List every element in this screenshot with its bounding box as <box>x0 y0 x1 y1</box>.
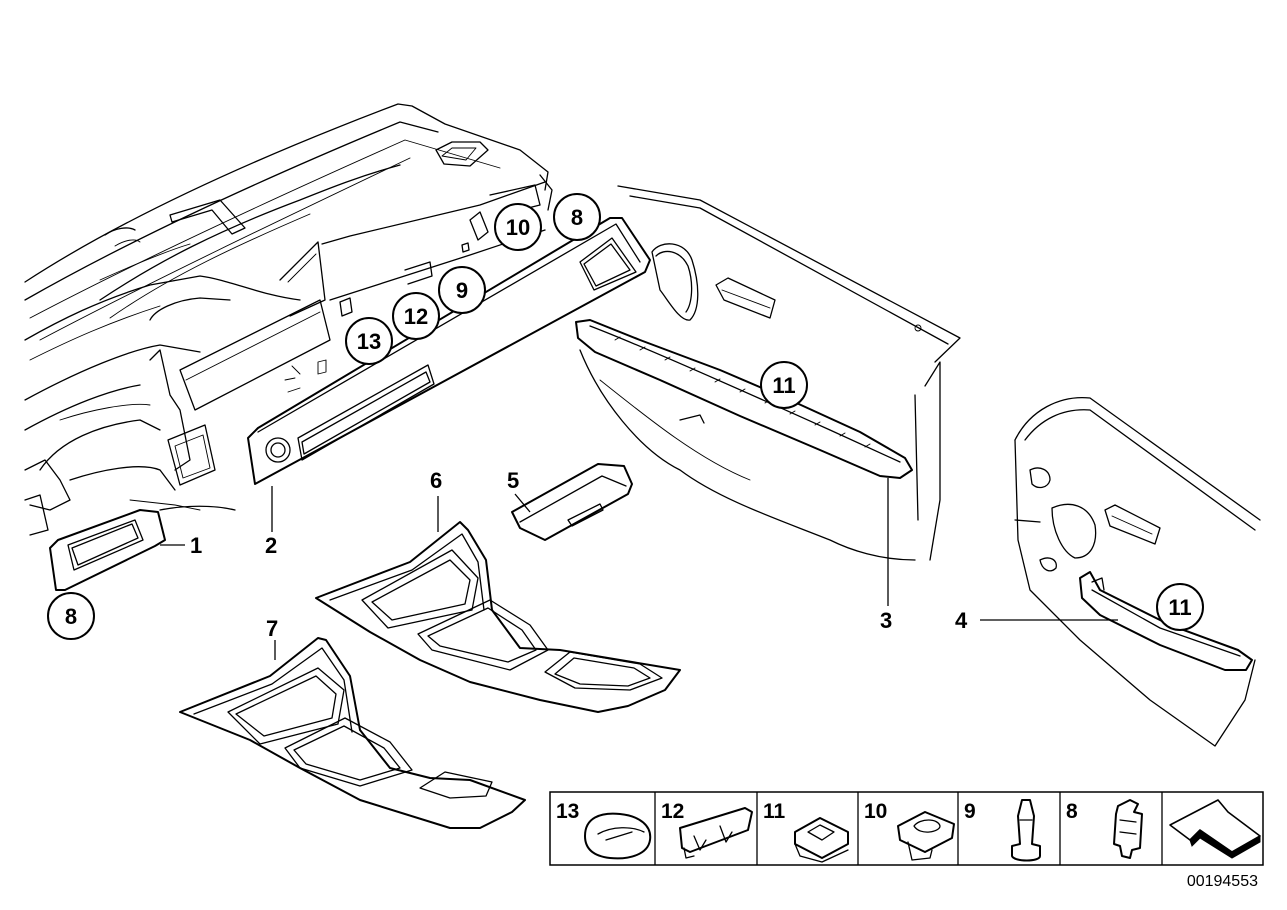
part-7-console-trim-lower <box>179 637 526 829</box>
callout-8-top: 8 <box>553 193 601 241</box>
callout-11-rear: 11 <box>1156 583 1204 631</box>
part-5-cover <box>511 463 633 541</box>
part-1-left-trim <box>49 509 166 591</box>
table-label-8: 8 <box>1066 800 1078 823</box>
reference-number: 00194553 <box>1187 873 1258 890</box>
svg-text:10: 10 <box>506 215 530 240</box>
part-label-3: 3 <box>880 608 892 633</box>
table-label-11: 11 <box>763 800 786 823</box>
part-3-front-door-trim <box>575 319 913 479</box>
part-label-7: 7 <box>266 616 278 641</box>
part-label-2: 2 <box>265 533 277 558</box>
svg-text:9: 9 <box>456 278 468 303</box>
fastener-table: 13 12 11 10 9 8 <box>549 791 1264 866</box>
table-label-12: 12 <box>661 800 684 823</box>
part-labels: 1 2 3 4 5 6 7 <box>190 468 968 641</box>
fastener-11-square-clip-icon <box>794 817 849 863</box>
circled-callouts: 8 13 12 9 10 8 11 11 <box>47 193 1204 640</box>
svg-text:11: 11 <box>1168 595 1191 620</box>
leader-lines <box>160 478 1118 660</box>
part-6-console-trim <box>315 521 681 713</box>
table-label-13: 13 <box>556 800 579 823</box>
front-door-panel <box>579 185 961 561</box>
table-label-9: 9 <box>964 800 976 823</box>
callout-8-left: 8 <box>47 592 95 640</box>
fastener-10-nut-icon <box>897 811 955 861</box>
part-label-1: 1 <box>190 533 202 558</box>
part-label-4: 4 <box>955 608 968 633</box>
svg-text:8: 8 <box>65 604 77 629</box>
callout-10: 10 <box>494 203 542 251</box>
dashboard-outline <box>24 103 553 536</box>
fastener-13-cap-icon <box>584 812 652 860</box>
svg-text:12: 12 <box>404 304 428 329</box>
fastener-12-clip-icon <box>679 807 753 859</box>
callout-13: 13 <box>345 317 393 365</box>
part-label-6: 6 <box>430 468 442 493</box>
part-label-5: 5 <box>507 468 519 493</box>
svg-text:8: 8 <box>571 205 583 230</box>
svg-text:11: 11 <box>772 373 795 398</box>
fastener-8-bracket-icon <box>1113 799 1143 859</box>
callout-12: 12 <box>392 292 440 340</box>
fastener-9-pin-icon <box>1011 799 1041 862</box>
table-label-10: 10 <box>864 800 887 823</box>
callout-11-front: 11 <box>760 361 808 409</box>
direction-arrow-icon <box>1169 799 1261 859</box>
part-4-rear-door-trim <box>1079 571 1253 671</box>
rear-door-panel <box>1014 396 1261 747</box>
svg-text:13: 13 <box>357 329 381 354</box>
callout-9: 9 <box>438 266 486 314</box>
